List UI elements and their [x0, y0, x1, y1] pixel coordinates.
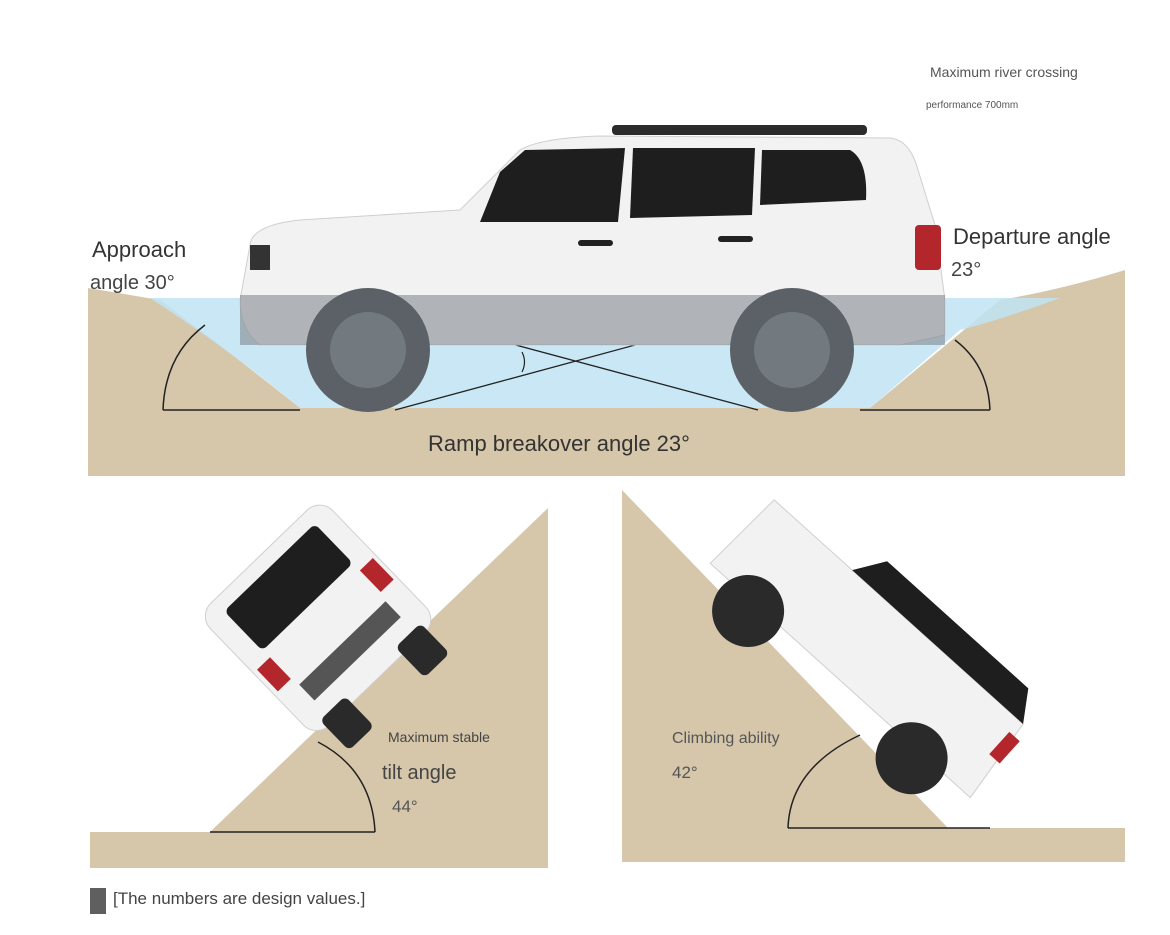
climb-label-line1: Climbing ability	[672, 730, 780, 747]
footnote-text: [The numbers are design values.]	[113, 889, 366, 908]
tilt-ground	[90, 508, 548, 868]
river-crossing-label-line1: Maximum river crossing	[930, 64, 1078, 80]
departure-angle-label-line1: Departure angle	[953, 224, 1111, 249]
footnote-marker	[90, 888, 106, 914]
climb-label-line2: 42°	[672, 763, 698, 782]
approach-angle-label-line1: Approach	[92, 237, 187, 262]
tilt-label-line3: 44°	[392, 797, 418, 816]
approach-angle-label-line2: angle 30°	[90, 272, 175, 294]
climb-ground	[622, 490, 1125, 862]
vehicle-climbing	[709, 499, 1029, 799]
ramp-breakover-label: Ramp breakover angle 23°	[428, 431, 690, 456]
breakover-arc	[521, 351, 526, 373]
river-crossing-label-line2: performance 700mm	[926, 100, 1019, 111]
approach-angle-arc	[162, 324, 206, 411]
vehicle-rear-view	[204, 504, 448, 749]
vehicle-side-view	[239, 125, 946, 412]
departure-angle-label-line2: 23°	[951, 259, 982, 281]
climb-angle-arc	[787, 734, 861, 829]
tilt-label-line2: tilt angle	[382, 762, 457, 784]
top-ground	[88, 270, 1125, 476]
departure-angle-arc	[954, 339, 991, 411]
tilt-angle-arc	[317, 741, 376, 833]
tilt-label-line1: Maximum stable	[388, 729, 490, 745]
